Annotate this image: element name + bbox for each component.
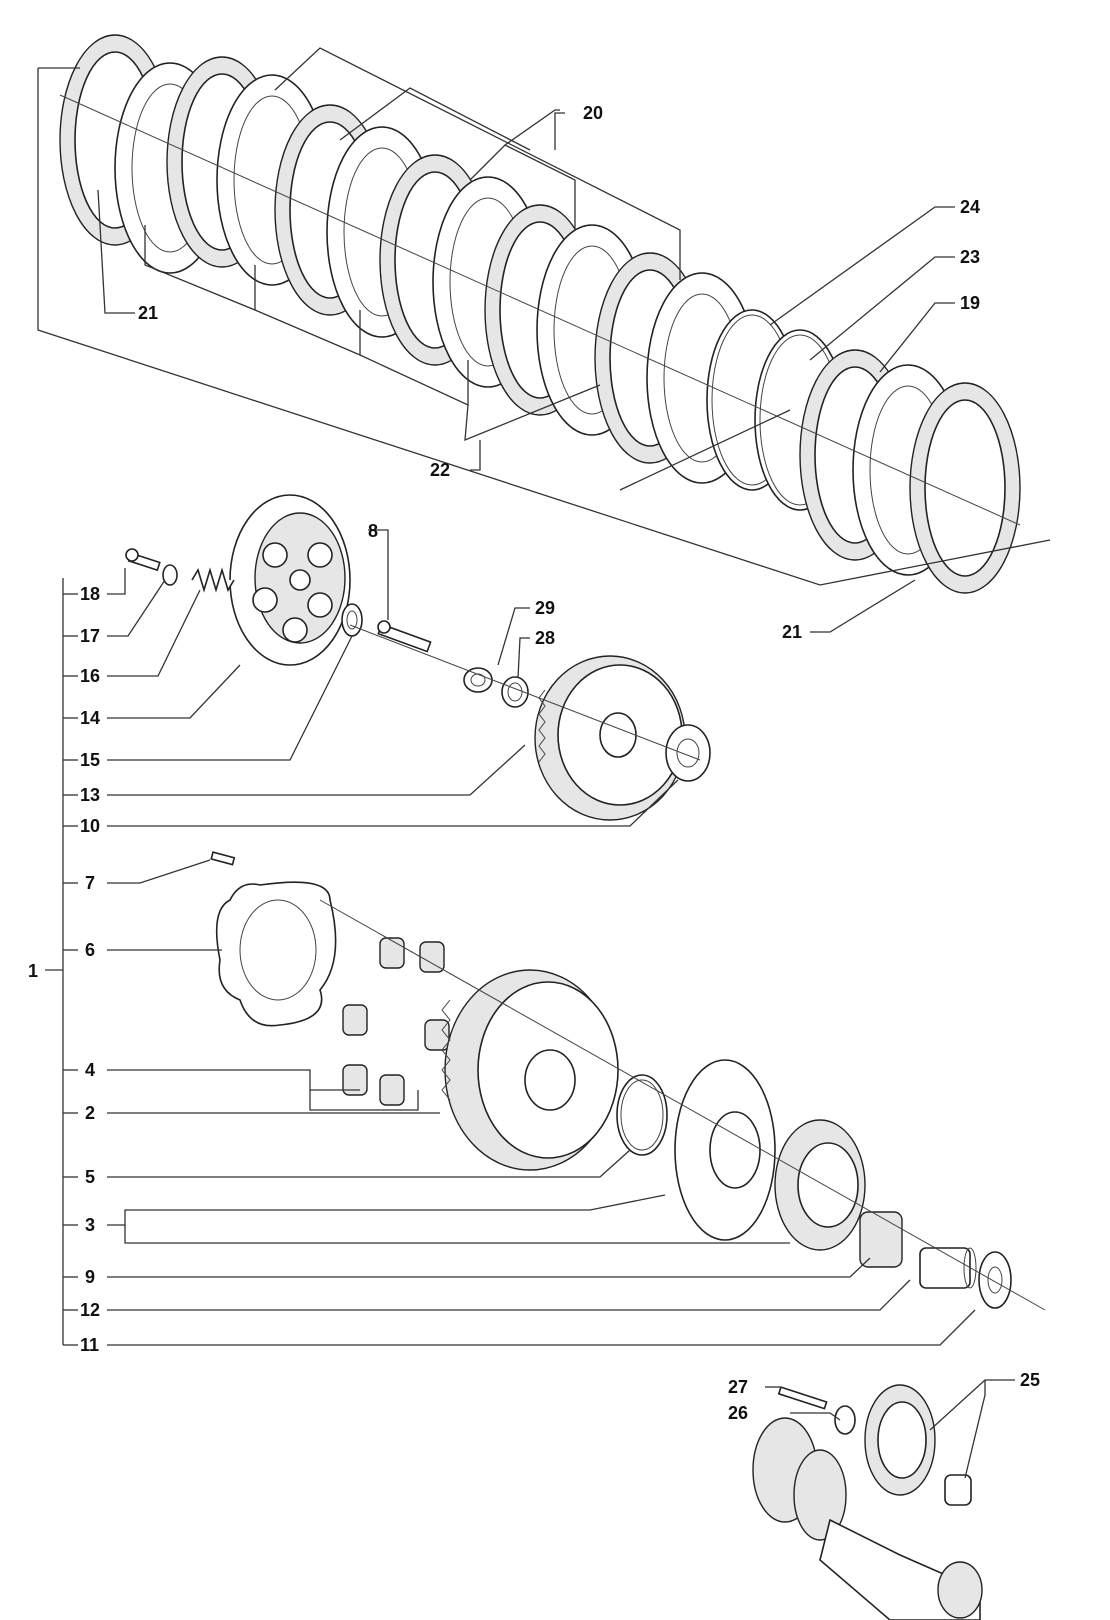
bearing <box>341 603 363 637</box>
callout-5: 5 <box>85 1167 95 1187</box>
callout-27: 27 <box>728 1377 748 1397</box>
callout-labels: 1 18 17 16 14 15 13 10 7 6 4 2 5 3 9 12 … <box>28 103 1040 1423</box>
o-ring <box>616 1074 668 1156</box>
callout-4: 4 <box>85 1060 95 1080</box>
callout-18: 18 <box>80 584 100 604</box>
thrust-washer <box>665 724 711 782</box>
bolt <box>210 851 236 866</box>
callout-12: 12 <box>80 1300 100 1320</box>
callout-11: 11 <box>80 1335 99 1355</box>
callout-7: 7 <box>85 873 95 893</box>
callout-20: 20 <box>583 103 603 123</box>
bolt <box>125 548 161 572</box>
callout-24: 24 <box>960 197 980 217</box>
callout-10: 10 <box>80 816 100 836</box>
callout-6: 6 <box>85 940 95 960</box>
needle-bearing <box>859 1211 903 1268</box>
callout-13: 13 <box>80 785 100 805</box>
callout-21-bottom: 21 <box>782 622 802 642</box>
plate-group-brackets <box>37 47 1051 586</box>
friction-plate <box>909 382 1021 594</box>
callout-9: 9 <box>85 1267 95 1287</box>
callout-3: 3 <box>85 1215 95 1235</box>
callout-17: 17 <box>80 626 100 646</box>
assembly-bracket <box>45 578 64 1345</box>
callout-1: 1 <box>28 961 38 981</box>
primary-gear <box>774 1119 866 1251</box>
callout-22: 22 <box>430 460 450 480</box>
callout-8: 8 <box>368 521 378 541</box>
callout-28: 28 <box>535 628 555 648</box>
callout-29: 29 <box>535 598 555 618</box>
nut <box>463 667 493 693</box>
callout-26: 26 <box>728 1403 748 1423</box>
callout-14: 14 <box>80 708 100 728</box>
callout-15: 15 <box>80 750 100 770</box>
leader-lines <box>63 112 1015 1479</box>
callout-16: 16 <box>80 666 100 686</box>
callout-19: 19 <box>960 293 980 313</box>
shim-washer <box>978 1251 1012 1309</box>
callout-21-top: 21 <box>138 303 158 323</box>
star-plate <box>215 881 337 1027</box>
clutch-housing <box>441 969 619 1171</box>
callout-23: 23 <box>960 247 980 267</box>
spring-washer <box>162 564 178 586</box>
callout-2: 2 <box>85 1103 95 1123</box>
clutch-plate-stack <box>59 34 1021 594</box>
bushing <box>919 1247 977 1289</box>
washer <box>501 676 529 708</box>
damper-rubbers <box>342 937 450 1106</box>
callout-25: 25 <box>1020 1370 1040 1390</box>
pushrod <box>377 620 432 653</box>
pump-drive-assembly <box>752 1384 983 1620</box>
drive-plate <box>674 1059 776 1241</box>
pressure-plate-assembly <box>125 494 432 666</box>
pressure-plate <box>229 494 351 666</box>
spring <box>191 567 235 593</box>
